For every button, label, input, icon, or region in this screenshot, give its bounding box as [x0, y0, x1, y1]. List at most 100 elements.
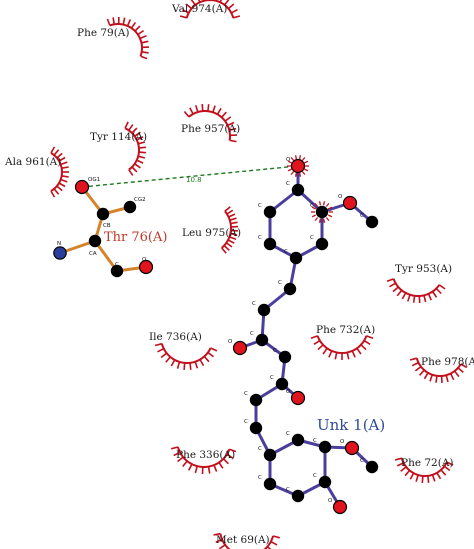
ligand-atom-label: O — [328, 498, 333, 504]
ligand-atom-c7 — [283, 282, 297, 296]
hydrophobic-arcs — [50, 0, 468, 549]
ligand-atom-label: C — [258, 235, 262, 241]
ligand-atom-Om2 — [344, 440, 360, 456]
residue-atom-CB — [96, 207, 110, 221]
hydrophobic-labels: Phe 79(A) Val 974(A) Tyr 114(A) Phe 957(A) A… — [4, 3, 474, 546]
hydrophobic-arc-phe79 — [106, 16, 150, 60]
ligand-atom-label: C — [310, 235, 314, 241]
hydrophobic-arc-phe732 — [310, 335, 374, 360]
residue-atom-C — [110, 264, 124, 278]
ligand-atom-c13 — [249, 421, 263, 435]
ligand-atom-c3 — [315, 237, 329, 251]
ligand-atom-c4 — [289, 251, 303, 265]
ligand-atom-label: O — [228, 339, 233, 345]
ligand-atom-label: C — [258, 475, 262, 481]
atoms — [53, 155, 379, 515]
contact-label-tyr953: Tyr 953(A) — [395, 263, 452, 275]
hydrophobic-arc-ala961 — [50, 146, 69, 198]
hydrophobic-arc-phe336 — [170, 446, 237, 475]
ligand-atom-label: C — [244, 419, 248, 425]
ligand-atom-label: C — [310, 203, 314, 209]
ligand-atom-c19 — [263, 477, 277, 491]
contact-label-phe79: Phe 79(A) — [77, 27, 130, 39]
residue-atom-label-O: O — [142, 257, 147, 263]
ligand-atom-label: C — [278, 280, 282, 286]
ligand-atom-c5 — [263, 237, 277, 251]
residue-atom-label-N: N — [57, 241, 61, 247]
contact-label-met69: Met 69(A) — [216, 534, 270, 546]
residue-label-thr76: Thr 76(A) — [104, 230, 167, 245]
contact-label-leu975: Leu 975(A) — [182, 227, 241, 239]
ligand-atom-Me2 — [365, 460, 379, 474]
residue-atom-OG1 — [74, 179, 90, 195]
ligand-atom-label: C — [270, 375, 274, 381]
hydrophobic-arc-phe978 — [409, 357, 468, 383]
ligand-atom-c11 — [275, 377, 289, 391]
hydrophobic-arc-ile736 — [154, 342, 218, 370]
ligand-atom-c1 — [291, 183, 305, 197]
contact-label-ile736: Ile 736(A) — [149, 331, 202, 343]
ligand-atom-O3 — [290, 390, 306, 406]
ligand-atom-c14 — [263, 448, 277, 462]
contact-label-phe72: Phe 72(A) — [401, 457, 454, 469]
residue-atom-label-OG1: OG1 — [88, 177, 100, 183]
ligand-atom-label: O — [286, 157, 291, 163]
hbond-distance-label: 10.8 — [186, 176, 202, 184]
ligand-atom-label: C — [273, 348, 277, 354]
ligand-label-unk1: Unk 1(A) — [317, 416, 385, 434]
hydrophobic-arc-met69 — [213, 532, 281, 549]
ligand-atom-c15 — [291, 433, 305, 447]
contact-label-val974: Val 974(A) — [171, 3, 227, 15]
contact-label-phe336: Phe 336(A) — [176, 449, 235, 461]
ligand-atom-label: C — [286, 431, 290, 437]
ligand-atom-label: O — [286, 389, 291, 395]
contact-label-tyr114: Tyr 114(A) — [90, 131, 147, 143]
ligand-atom-c10 — [278, 350, 292, 364]
contact-label-phe957: Phe 957(A) — [181, 123, 240, 135]
contact-label-phe978: Phe 978(A) — [421, 356, 474, 368]
ligand-atom-label: C — [313, 473, 317, 479]
ligand-atom-c16 — [318, 440, 332, 454]
hydrophobic-arc-phe957 — [183, 104, 238, 143]
ligand-atom-label: C — [250, 331, 254, 337]
ligand-atom-label: C — [284, 249, 288, 255]
ligand-atom-c12 — [249, 393, 263, 407]
ligand-atom-label: O — [340, 439, 345, 445]
ligand-atom-Me1 — [365, 215, 379, 229]
ligand-atom-label: C — [252, 301, 256, 307]
ligand-atom-c6 — [263, 205, 277, 219]
ligand-atom-label: O — [338, 194, 343, 200]
ligand-atom-label: C — [258, 446, 262, 452]
contact-label-phe732: Phe 732(A) — [316, 324, 375, 336]
hydrophobic-arc-leu975 — [221, 206, 239, 254]
hydrophobic-arc-tyr114 — [124, 121, 146, 176]
hydrophobic-arc-tyr953 — [386, 278, 446, 304]
ligand-atom-label: C — [313, 438, 317, 444]
residue-atom-label-CB: CB — [103, 223, 111, 229]
ligand-atom-label: C — [360, 458, 364, 464]
contact-label-ala961: Ala 961(A) — [4, 156, 61, 168]
ligand-atom-label: C — [244, 391, 248, 397]
contact-burst — [311, 201, 333, 223]
ligand-atom-c9 — [255, 333, 269, 347]
residue-atom-label-CG2: CG2 — [134, 197, 146, 203]
ligand-atom-O1 — [290, 158, 306, 174]
ligand-atom-label: C — [360, 213, 364, 219]
ligand-atom-O2 — [232, 340, 248, 356]
contact-burst — [287, 155, 309, 177]
ligand-atom-c2 — [315, 205, 329, 219]
residue-atom-CA — [88, 234, 102, 248]
residue-atom-CG2 — [123, 200, 137, 214]
residue-bond — [93, 239, 119, 273]
hydrophobic-arc-phe72 — [394, 457, 454, 483]
hydrophobic-arc-val974 — [179, 0, 241, 19]
residue-atom-N — [53, 246, 67, 260]
ligand-atom-label: C — [286, 181, 290, 187]
residue-atom-label-C: C — [115, 262, 119, 268]
residue-atom-label-CA: CA — [89, 251, 97, 257]
hydrogen-bond-line — [81, 165, 299, 188]
ligand-atom-Om — [342, 195, 358, 211]
ligand-atom-c18 — [291, 489, 305, 503]
